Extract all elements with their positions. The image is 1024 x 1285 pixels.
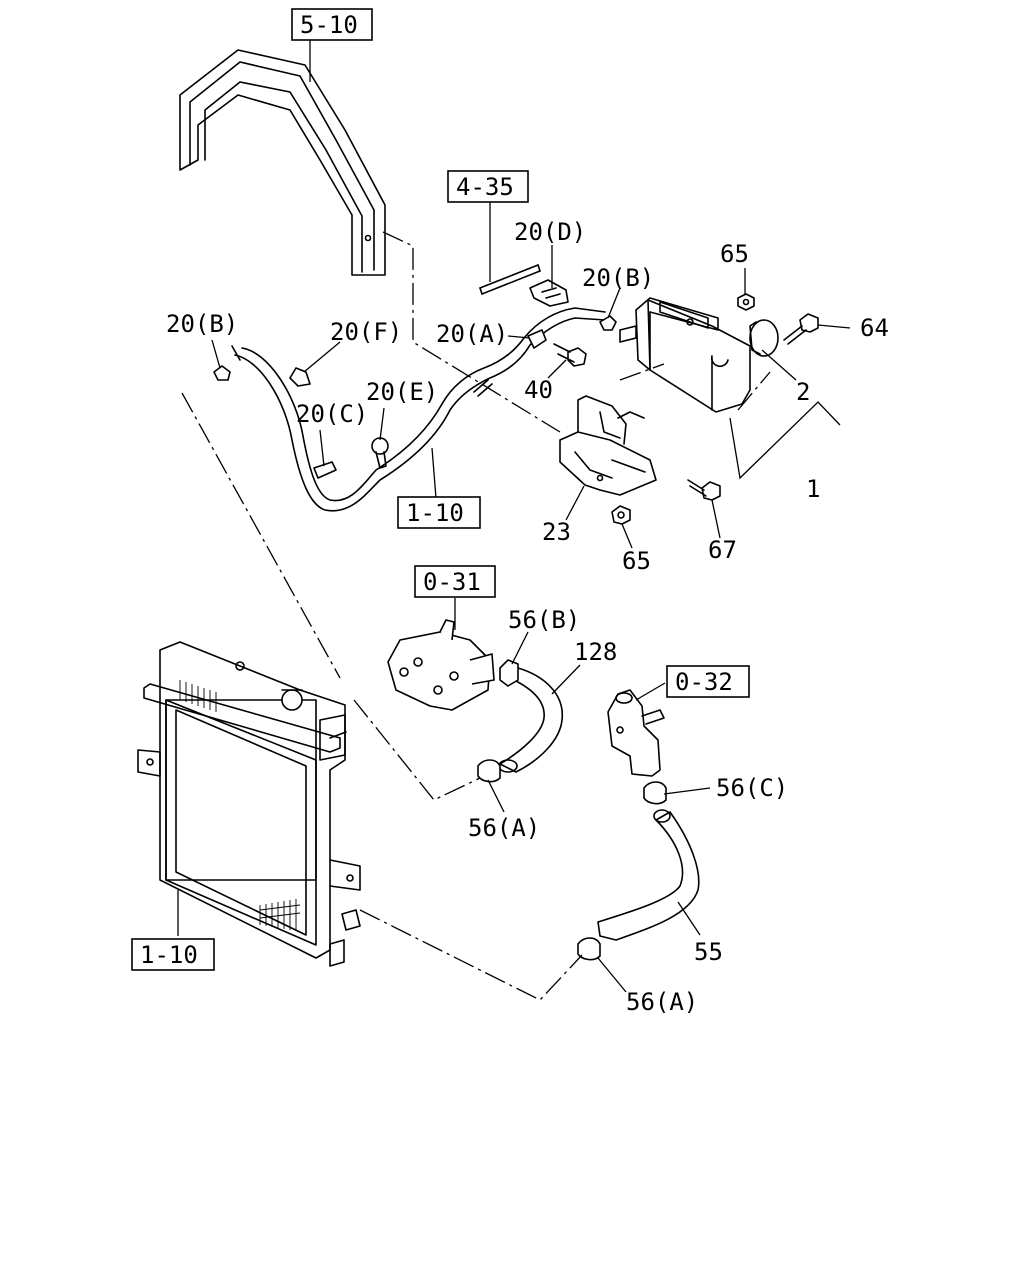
callout-56b: 56(B) <box>508 606 580 634</box>
clip-20b-right <box>599 315 617 331</box>
ref-4-35-label: 4-35 <box>456 173 514 201</box>
callout-56a-lower: 56(A) <box>626 988 698 1016</box>
ref-1-10-top[interactable]: 1-10 <box>397 496 481 529</box>
callout-20c: 20(C) <box>296 400 368 428</box>
callout-65-bottom: 65 <box>622 547 651 575</box>
clamp-56a-lower <box>577 937 601 961</box>
reservoir-tank <box>619 297 751 413</box>
clamp-56a-upper <box>477 759 501 783</box>
nut-65-top <box>737 293 755 311</box>
thermostat-housing <box>387 619 495 711</box>
nut-65-bottom <box>611 505 631 525</box>
bolt-67 <box>687 479 721 501</box>
ref-0-31[interactable]: 0-31 <box>414 565 496 598</box>
radiator <box>137 641 361 967</box>
hose-55 <box>597 809 700 941</box>
clip-20f <box>289 367 311 387</box>
ref-1-10-bottom-label: 1-10 <box>140 941 198 969</box>
clip-20b-left <box>213 365 231 381</box>
callout-67: 67 <box>708 536 737 564</box>
ref-1-10-bottom[interactable]: 1-10 <box>131 938 215 971</box>
ref-5-10-label: 5-10 <box>300 11 358 39</box>
clip-20d <box>529 279 569 307</box>
callout-20e: 20(E) <box>366 378 438 406</box>
callout-20a: 20(A) <box>436 320 508 348</box>
callout-20b-right: 20(B) <box>582 264 654 292</box>
callout-128: 128 <box>574 638 617 666</box>
callout-40: 40 <box>524 376 553 404</box>
water-outlet <box>607 689 665 777</box>
callout-1: 1 <box>806 475 820 503</box>
radiator-shroud <box>179 49 386 276</box>
callout-56c: 56(C) <box>716 774 788 802</box>
clip-20c <box>313 461 337 479</box>
callout-56a-upper: 56(A) <box>468 814 540 842</box>
callout-2: 2 <box>796 378 810 406</box>
ref-0-32-label: 0-32 <box>675 668 733 696</box>
ref-0-31-label: 0-31 <box>423 568 481 596</box>
callout-20d: 20(D) <box>514 218 586 246</box>
reservoir-cap <box>749 319 779 357</box>
hose-pin-4-35 <box>479 264 541 295</box>
callout-20b-left: 20(B) <box>166 310 238 338</box>
ref-5-10[interactable]: 5-10 <box>291 8 373 41</box>
callout-55: 55 <box>694 938 723 966</box>
clip-20e <box>371 437 389 469</box>
connection-lines <box>181 231 771 1001</box>
leader-lines <box>177 40 851 993</box>
ref-0-32[interactable]: 0-32 <box>666 665 750 698</box>
ref-1-10-top-label: 1-10 <box>406 499 464 527</box>
callout-23: 23 <box>542 518 571 546</box>
radiator-core-hatch <box>179 680 301 931</box>
ref-4-35[interactable]: 4-35 <box>447 170 529 203</box>
bracket <box>559 395 657 496</box>
clamp-56b <box>499 659 519 687</box>
callout-65-top: 65 <box>720 240 749 268</box>
overflow-hose <box>231 307 606 512</box>
callout-20f: 20(F) <box>330 318 402 346</box>
clip-20a <box>527 329 547 349</box>
bolt-40 <box>553 343 587 367</box>
clamp-56c <box>643 781 667 805</box>
bolt-64 <box>783 313 819 345</box>
callout-64: 64 <box>860 314 889 342</box>
